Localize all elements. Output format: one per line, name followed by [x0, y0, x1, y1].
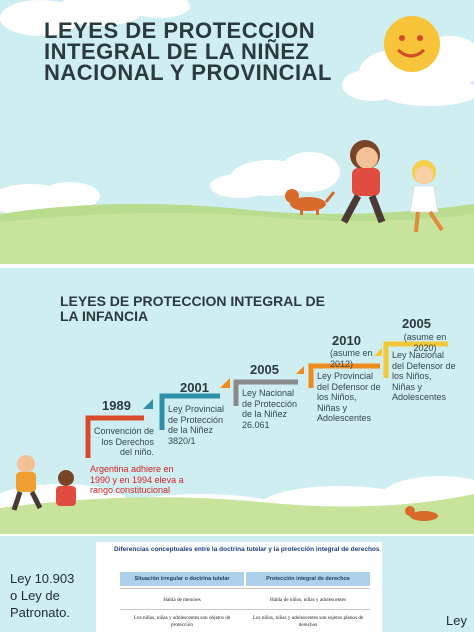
note-1989: Argentina adhiere en 1990 y en 1994 elev…: [90, 464, 184, 495]
desc-1989: Convención de los Derechos del niño.: [93, 426, 154, 457]
cloud-icon: [0, 0, 190, 36]
timeline-step-2001: [159, 393, 220, 430]
year-2010: 2010: [332, 333, 361, 348]
year-2001: 2001: [180, 380, 209, 395]
slide-2-background: [0, 341, 474, 534]
slide-3: Ley 10.903 o Ley de Patronato. Ley Difer…: [0, 536, 474, 632]
page-title: LEYES DE PROTECCION INTEGRAL DE LA NIÑEZ…: [44, 18, 332, 85]
table-cell: Habla de niños, niñas y adolescentes: [269, 597, 347, 603]
boy-icon: [340, 140, 386, 224]
year-2005-defensor: 2005: [402, 316, 431, 331]
year-note-2005-defensor: (asume en 2020): [403, 332, 447, 353]
desc-2005: Ley Nacional de Protección de la Niñez 2…: [242, 388, 298, 430]
year-note-2010: (asume en 2012): [330, 348, 373, 369]
year-2005: 2005: [250, 362, 279, 377]
patronato-text: Ley 10.903 o Ley de Patronato.: [10, 571, 75, 620]
year-1989: 1989: [102, 398, 131, 413]
slide-title: LEYES DE PROTECCION INTEGRAL DE LA INFAN…: [60, 293, 325, 324]
dog-icon: [405, 506, 438, 521]
slide-1: LEYES DE PROTECCION INTEGRAL DE LA NIÑEZ…: [0, 0, 474, 264]
sun-icon: [384, 16, 440, 72]
slide-2: LEYES DE PROTECCION INTEGRAL DE LA INFAN…: [0, 268, 474, 534]
table-header: Situación irregular o doctrina tutelar: [120, 572, 244, 586]
desc-2005-defensor: Ley Nacional del Defensor de los Niños, …: [392, 350, 456, 402]
kids-icon: [11, 455, 76, 511]
cloud-icon: [210, 152, 340, 198]
desc-2001: Ley Provincial de Protección de la Niñez…: [168, 404, 225, 446]
table-cell: Los niños, niñas y adolescentes son obje…: [133, 615, 231, 628]
table-cell: Habla de menores: [163, 597, 201, 603]
timeline-step-2010: [308, 363, 380, 388]
desc-2010: Ley Provincial del Defensor de los Niños…: [317, 371, 381, 423]
comparison-table: Diferencias conceptuales entre la doctri…: [96, 542, 382, 632]
slide-1-background: [0, 0, 474, 264]
timeline-step-2005-defensor: [383, 341, 448, 378]
timeline-step-2005: [233, 379, 298, 406]
table-cell: Los niños, niñas y adolescentes son suje…: [252, 615, 364, 628]
table-title: Diferencias conceptuales entre la doctri…: [114, 546, 380, 553]
table-header: Protección integral de derechos: [246, 572, 370, 586]
girl-icon: [409, 160, 444, 233]
grass-hill: [0, 494, 474, 534]
timeline-step-1989: [85, 415, 144, 458]
right-text: Ley: [446, 613, 467, 628]
dog-icon: [285, 189, 336, 215]
